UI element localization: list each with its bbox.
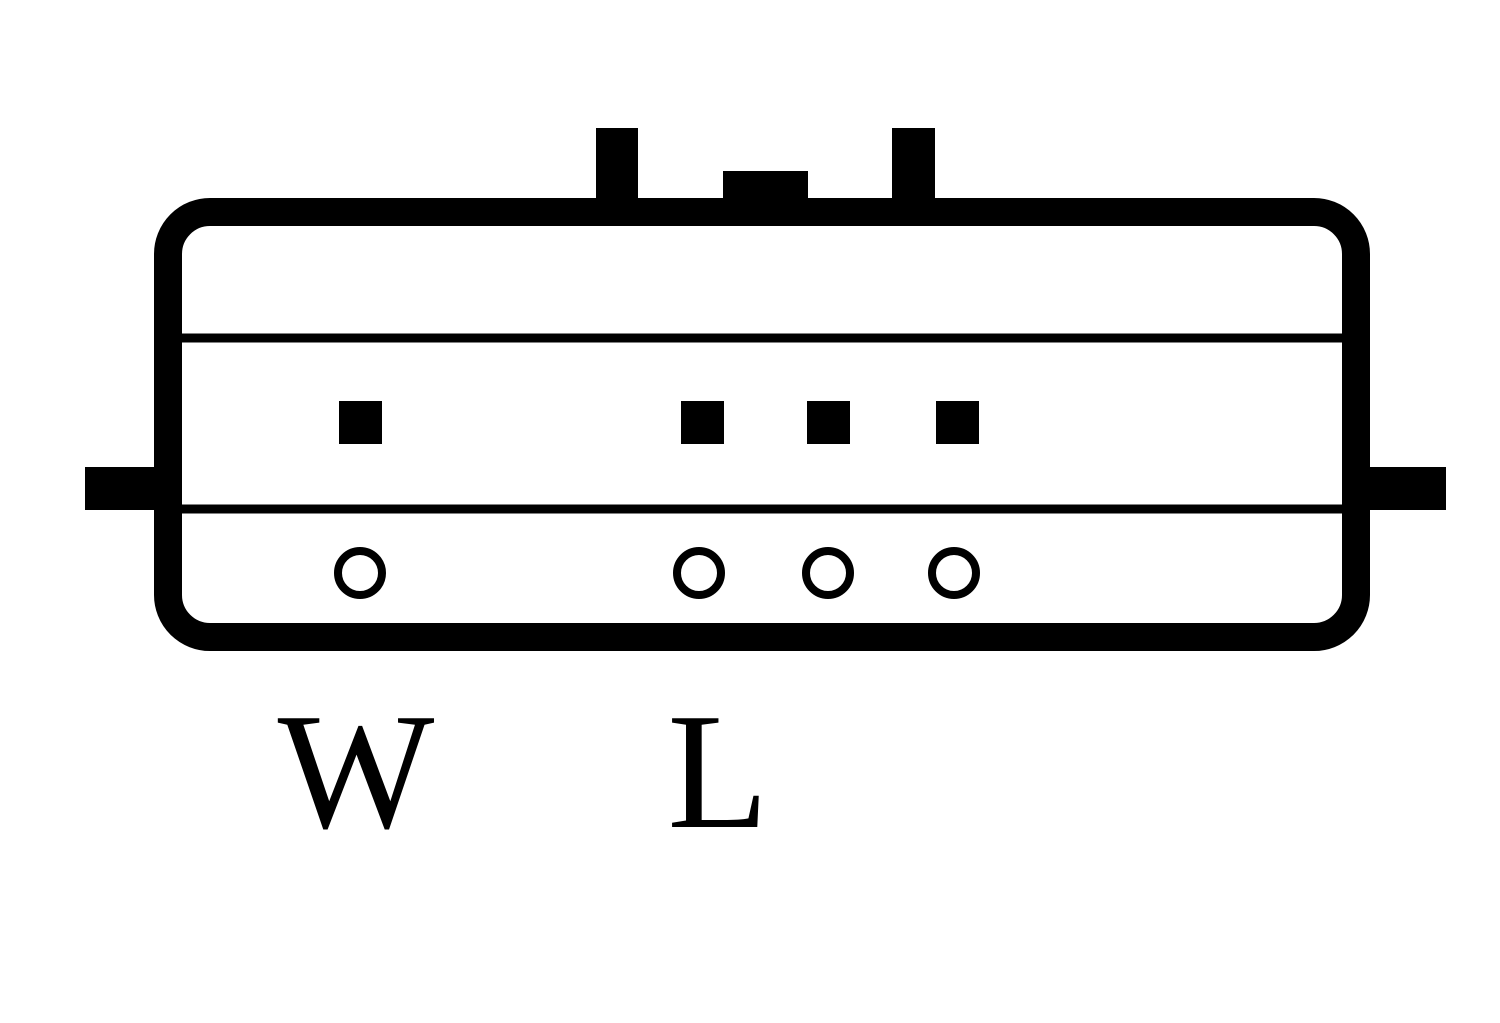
round-pin — [673, 547, 725, 599]
terminal-label-l: L — [667, 679, 768, 863]
square-pin — [681, 401, 724, 444]
square-pin-row — [339, 401, 979, 444]
square-pin — [339, 401, 382, 444]
round-pin — [928, 547, 980, 599]
square-pin — [807, 401, 850, 444]
round-pin — [334, 547, 386, 599]
square-pin — [936, 401, 979, 444]
right-mounting-tab — [1358, 467, 1446, 510]
left-mounting-tab — [85, 467, 167, 510]
round-pin — [802, 547, 854, 599]
round-pin-row — [334, 547, 980, 599]
terminal-label-w: W — [278, 679, 435, 863]
connector-housing — [154, 198, 1370, 651]
